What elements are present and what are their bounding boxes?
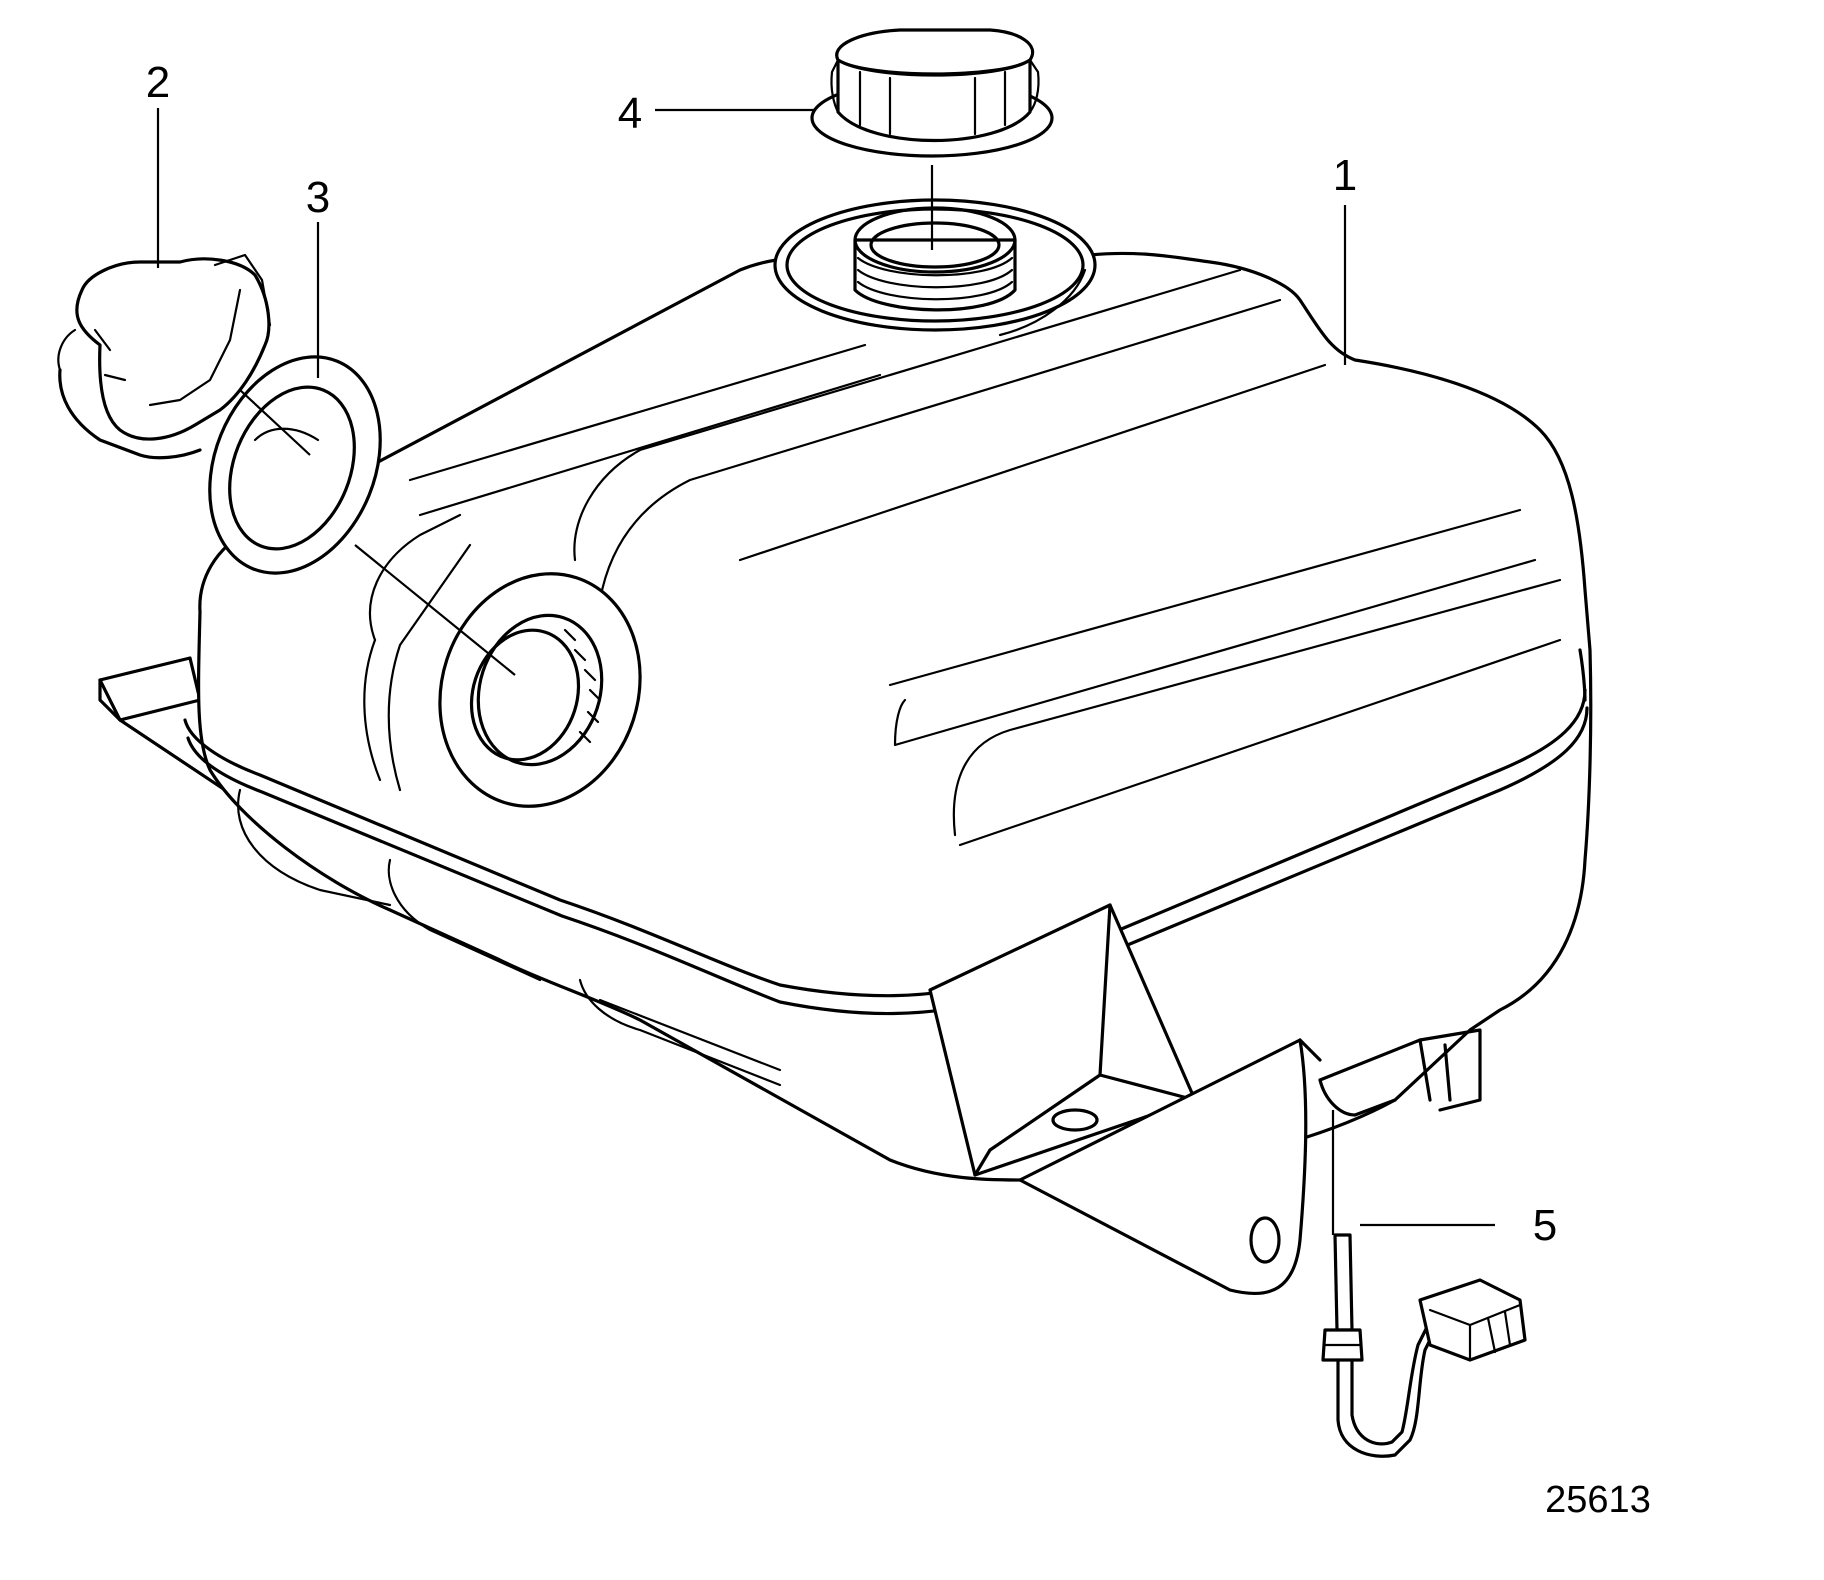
leader-lines	[156, 108, 1495, 1235]
expansion-tank	[98, 198, 1593, 1295]
callout-2: 2	[146, 58, 170, 107]
callout-3: 3	[306, 173, 330, 222]
callout-1: 1	[1333, 151, 1357, 200]
filler-cap-side	[57, 253, 272, 460]
callout-4: 4	[618, 89, 642, 138]
level-sensor	[1321, 1233, 1527, 1458]
callouts: 2 3 4 1 5	[146, 58, 1557, 1250]
gasket-ring	[208, 355, 382, 575]
filler-cap-top	[810, 28, 1054, 158]
callout-5: 5	[1533, 1201, 1557, 1250]
figure-number: 25613	[1545, 1479, 1651, 1521]
